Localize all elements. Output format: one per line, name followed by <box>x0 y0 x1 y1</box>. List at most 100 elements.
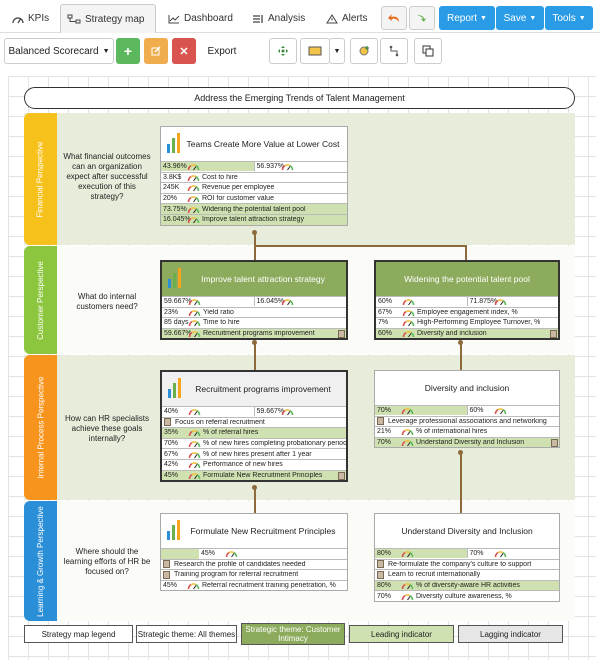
copy-button[interactable] <box>414 38 442 64</box>
tab-strategy-map[interactable]: Strategy map <box>60 4 156 33</box>
kpi-value: 85 days <box>164 319 189 327</box>
kpi-row[interactable]: 67%Employee engagement index, % <box>376 306 558 318</box>
initiative-row[interactable]: Focus on referral recruitment <box>162 416 346 428</box>
legend-label: Strategy map legend <box>41 629 116 639</box>
document-icon <box>377 570 384 579</box>
legend-customer-intimacy[interactable]: Strategic theme: Customer Intimacy <box>241 623 345 645</box>
initiative-row[interactable]: Training program for referral recruitmen… <box>161 569 347 580</box>
kpi-row[interactable]: 16.045%Improve talent attraction strateg… <box>161 213 347 225</box>
kpi-value: 23% <box>164 308 179 316</box>
kpi-name: Revenue per employee <box>202 184 275 192</box>
kpi-row[interactable]: 60%Diversity and inclusion <box>376 327 558 339</box>
perspective-customer[interactable]: Customer Perspective <box>24 246 57 354</box>
kpi-row[interactable]: 7%High-Performing Employee Turnover, % <box>376 317 558 328</box>
kpi-name: Cost to hire <box>202 173 238 181</box>
objective-card-teams[interactable]: Teams Create More Value at Lower Cost 43… <box>160 126 348 226</box>
objective-card-understand[interactable]: Understand Diversity and Inclusion 80% 7… <box>374 513 560 602</box>
kpi-row[interactable]: 70%Diversity culture awareness, % <box>375 590 559 601</box>
card-header: Widening the potential talent pool <box>376 262 558 296</box>
tab-kpis[interactable]: KPIs <box>6 4 55 33</box>
connector-button[interactable] <box>380 38 408 64</box>
card-title: Teams Create More Value at Lower Cost <box>186 139 340 149</box>
kpi-row[interactable]: 73.75%Widening the potential talent pool <box>161 203 347 214</box>
connector-dot <box>252 230 257 235</box>
tab-analysis[interactable]: Analysis <box>246 4 311 33</box>
kpi-row[interactable]: 21%% of international hires <box>375 426 559 437</box>
delete-button[interactable]: ✕ <box>172 38 196 64</box>
perspective-label: Learning & Growth Perspective <box>36 505 46 617</box>
initiative-row[interactable]: Leverage professional associations and n… <box>375 415 559 427</box>
objective-card-formulate[interactable]: Formulate New Recruitment Principles 45%… <box>160 513 348 592</box>
kpi-name: Recruitment programs improvement <box>203 330 315 338</box>
kpi-row[interactable]: 59.667%Recruitment programs improvement <box>162 327 346 339</box>
kpi-name: Yield ratio <box>203 308 234 316</box>
kpi-name: Widening the potential talent pool <box>202 205 306 213</box>
add-element-button[interactable] <box>350 38 378 64</box>
perspective-learning[interactable]: Learning & Growth Perspective <box>24 501 57 621</box>
kpi-name: Training program for referral recruitmen… <box>174 571 299 579</box>
kpi-value: 67% <box>378 308 393 316</box>
card-progress-row: 45% <box>161 548 347 559</box>
objective-card-diversity[interactable]: Diversity and inclusion 70% 60% Leverage… <box>374 370 560 449</box>
kpi-name: Focus on referral recruitment <box>175 418 265 426</box>
gauge-icon <box>187 183 200 192</box>
kpi-value: 21% <box>377 428 392 436</box>
mission-statement[interactable]: Address the Emerging Trends of Talent Ma… <box>24 87 575 109</box>
initiative-row[interactable]: Research the profile of candidates neede… <box>161 558 347 570</box>
legend-label: Strategic theme: All themes <box>137 629 236 639</box>
gauge-icon <box>188 460 201 469</box>
kpi-name: % of referral hires <box>203 429 259 437</box>
caret-down-icon: ▼ <box>333 47 341 55</box>
objective-card-recruitment[interactable]: Recruitment programs improvement 40% 59.… <box>160 370 348 483</box>
kpi-value: 70% <box>377 592 392 600</box>
document-icon <box>377 417 384 426</box>
color-fill-caret[interactable]: ▼ <box>329 38 345 64</box>
gauge-icon <box>188 439 201 448</box>
kpi-row[interactable]: 35%% of referral hires <box>162 427 346 438</box>
export-button[interactable]: Export <box>199 38 245 64</box>
undo-button[interactable] <box>381 6 407 30</box>
kpi-name: Formulate New Recruitment Principles <box>203 471 323 479</box>
kpi-value: 45% <box>164 471 179 479</box>
kpi-row[interactable]: 45%Referral recruitment training penetra… <box>161 579 347 591</box>
save-dropdown[interactable]: Save ▼ <box>496 6 544 30</box>
initiative-row[interactable]: Learn to recruit internationally <box>375 569 559 580</box>
kpi-row[interactable]: 70%% of new hires completing probationar… <box>162 437 346 449</box>
tab-alerts[interactable]: Alerts <box>320 4 374 33</box>
redo-button[interactable] <box>409 6 435 30</box>
add-button[interactable]: + <box>116 38 140 64</box>
kpi-row[interactable]: 67%% of new hires present after 1 year <box>162 448 346 459</box>
kpi-name: Leverage professional associations and n… <box>388 417 547 425</box>
gauge-icon <box>187 215 200 224</box>
kpi-value: 16.045% <box>163 216 191 224</box>
kpi-row[interactable]: 80%% of diversity-aware HR activities <box>375 579 559 591</box>
gauge-icon <box>494 406 507 415</box>
kpi-row[interactable]: 45% Formulate New Recruitment Principles <box>162 469 346 481</box>
tools-dropdown[interactable]: Tools ▼ <box>545 6 593 30</box>
kpi-row[interactable]: 42%Performance of new hires <box>162 458 346 470</box>
perspective-financial[interactable]: Financial Perspective <box>24 113 57 245</box>
tab-dashboard[interactable]: Dashboard <box>162 4 239 33</box>
connector-dot <box>458 340 463 345</box>
card-header: Recruitment programs improvement <box>162 372 346 406</box>
kpi-row[interactable]: 70%Understand Diversity and Inclusion <box>375 436 559 448</box>
kpi-row[interactable]: 20%ROI for customer value <box>161 192 347 204</box>
layout-button[interactable] <box>269 38 297 64</box>
kpi-row[interactable]: 3.8K$Cost to hire <box>161 171 347 183</box>
initiative-row[interactable]: Re-formulate the company's culture to su… <box>375 558 559 570</box>
color-fill-button[interactable] <box>300 38 330 64</box>
legend-label: Lagging indicator <box>480 629 541 639</box>
report-dropdown[interactable]: Report ▼ <box>439 6 495 30</box>
kpi-row[interactable]: 23% Yield ratio <box>162 306 346 318</box>
legend-all-themes[interactable]: Strategic theme: All themes <box>136 625 237 643</box>
perspective-process[interactable]: Internal Process Perspective <box>24 355 57 500</box>
tab-label: Analysis <box>268 13 306 24</box>
connector-line <box>460 342 462 370</box>
edit-button[interactable] <box>144 38 168 64</box>
perspective-question: What financial outcomes can an organizat… <box>63 152 151 201</box>
scorecard-selector[interactable]: Balanced Scorecard ▼ <box>4 38 114 64</box>
objective-card-improve-talent[interactable]: Improve talent attraction strategy 59.66… <box>160 260 348 341</box>
objective-card-widening-pool[interactable]: Widening the potential talent pool 60% 7… <box>374 260 560 341</box>
